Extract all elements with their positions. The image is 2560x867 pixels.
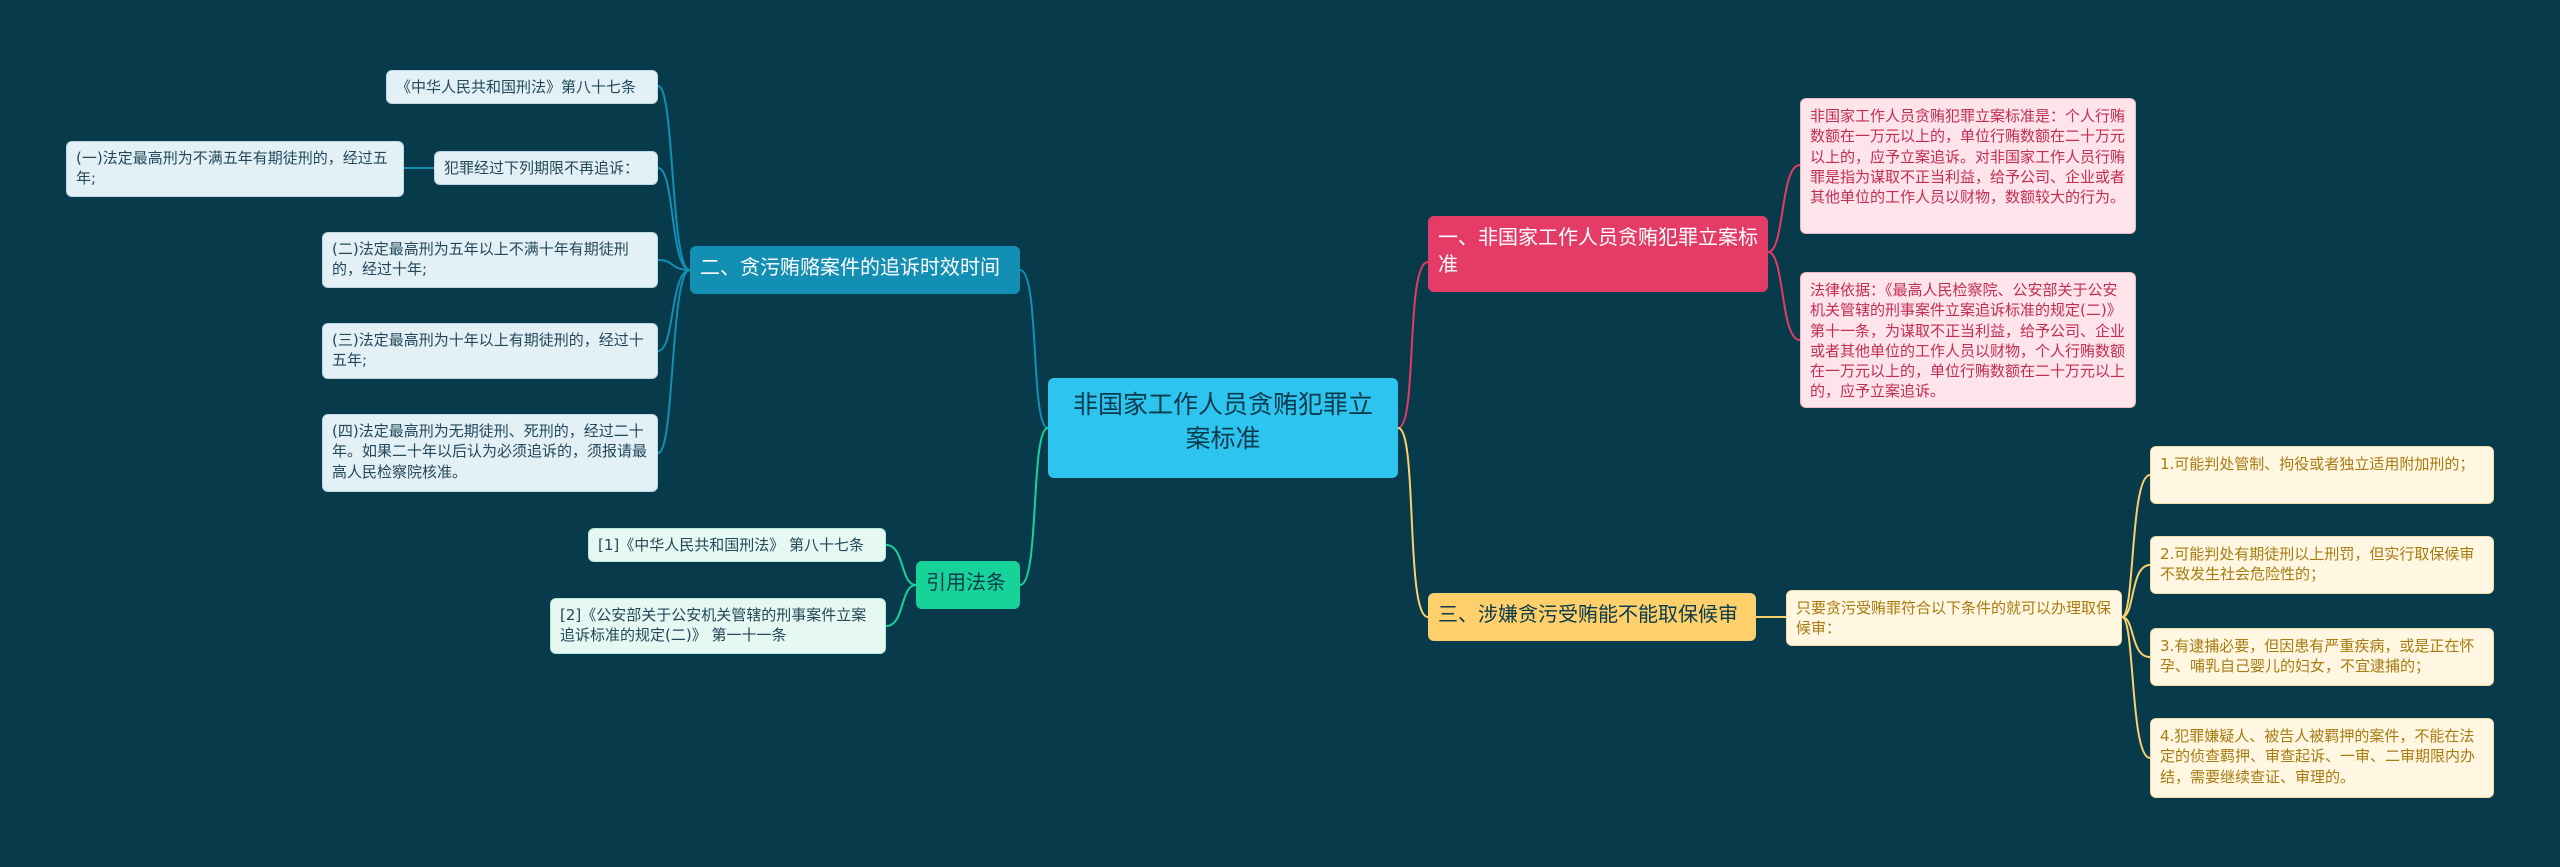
branch-2-sub-child[interactable]: (一)法定最高刑为不满五年有期徒刑的，经过五年;: [66, 141, 404, 197]
branch-4-item-2[interactable]: [2]《公安部关于公安机关管辖的刑事案件立案追诉标准的规定(二)》 第一十一条: [550, 598, 886, 654]
center-topic-label: 非国家工作人员贪贿犯罪立案标准: [1072, 390, 1373, 453]
branch-2-item-3[interactable]: (四)法定最高刑为无期徒刑、死刑的，经过二十年。如果二十年以后认为必须追诉的，须…: [322, 414, 658, 492]
branch-2-law[interactable]: 《中华人民共和国刑法》第八十七条: [386, 70, 658, 104]
branch-4-item-1-text: [1]《中华人民共和国刑法》 第八十七条: [598, 536, 865, 554]
branch-3-label: 三、涉嫌贪污受贿能不能取保候审: [1438, 602, 1738, 626]
branch-2-law-text: 《中华人民共和国刑法》第八十七条: [396, 78, 637, 96]
branch-2-sub-child-text: (一)法定最高刑为不满五年有期徒刑的，经过五年;: [76, 149, 388, 188]
branch-3-item-2[interactable]: 2.可能判处有期徒刑以上刑罚，但实行取保候审不致发生社会危险性的；: [2150, 536, 2494, 594]
branch-2-item-2-text: (三)法定最高刑为十年以上有期徒刑的，经过十五年;: [332, 331, 644, 370]
branch-2-label: 二、贪污贿赂案件的追诉时效时间: [700, 255, 1000, 279]
branch-3-sub[interactable]: 只要贪污受贿罪符合以下条件的就可以办理取保候审：: [1786, 590, 2122, 646]
branch-1-item-2-text: 法律依据：《最高人民检察院、公安部关于公安机关管辖的刑事案件立案追诉标准的规定(…: [1810, 281, 2126, 401]
branch-1-item-1[interactable]: 非国家工作人员贪贿犯罪立案标准是：个人行贿数额在一万元以上的，单位行贿数额在二十…: [1800, 98, 2136, 234]
branch-2-sub[interactable]: 犯罪经过下列期限不再追诉：: [434, 151, 658, 185]
branch-2-item-1[interactable]: (二)法定最高刑为五年以上不满十年有期徒刑的，经过十年;: [322, 232, 658, 288]
branch-2-item-3-text: (四)法定最高刑为无期徒刑、死刑的，经过二十年。如果二十年以后认为必须追诉的，须…: [332, 422, 648, 481]
branch-1-item-1-text: 非国家工作人员贪贿犯罪立案标准是：个人行贿数额在一万元以上的，单位行贿数额在二十…: [1810, 107, 2126, 206]
branch-3-sub-text: 只要贪污受贿罪符合以下条件的就可以办理取保候审：: [1796, 599, 2112, 638]
branch-3-item-2-text: 2.可能判处有期徒刑以上刑罚，但实行取保候审不致发生社会危险性的；: [2160, 545, 2475, 584]
branch-3-item-3-text: 3.有逮捕必要，但因患有严重疾病，或是正在怀孕、哺乳自己婴儿的妇女，不宜逮捕的；: [2160, 637, 2475, 676]
branch-3-item-4[interactable]: 4.犯罪嫌疑人、被告人被羁押的案件，不能在法定的侦查羁押、审查起诉、一审、二审期…: [2150, 718, 2494, 798]
branch-3-item-1[interactable]: 1.可能判处管制、拘役或者独立适用附加刑的；: [2150, 446, 2494, 504]
branch-3-item-1-text: 1.可能判处管制、拘役或者独立适用附加刑的；: [2160, 455, 2475, 473]
branch-1-node[interactable]: 一、非国家工作人员贪贿犯罪立案标准: [1428, 216, 1768, 292]
branch-1-label: 一、非国家工作人员贪贿犯罪立案标准: [1438, 225, 1758, 276]
branch-4-node[interactable]: 引用法条: [916, 561, 1020, 609]
branch-2-node[interactable]: 二、贪污贿赂案件的追诉时效时间: [690, 246, 1020, 294]
branch-3-item-4-text: 4.犯罪嫌疑人、被告人被羁押的案件，不能在法定的侦查羁押、审查起诉、一审、二审期…: [2160, 727, 2476, 786]
branch-1-item-2[interactable]: 法律依据：《最高人民检察院、公安部关于公安机关管辖的刑事案件立案追诉标准的规定(…: [1800, 272, 2136, 408]
branch-2-sub-text: 犯罪经过下列期限不再追诉：: [444, 159, 640, 177]
branch-4-label: 引用法条: [926, 570, 1006, 594]
branch-2-item-1-text: (二)法定最高刑为五年以上不满十年有期徒刑的，经过十年;: [332, 240, 629, 279]
branch-4-item-1[interactable]: [1]《中华人民共和国刑法》 第八十七条: [588, 528, 886, 562]
branch-2-item-2[interactable]: (三)法定最高刑为十年以上有期徒刑的，经过十五年;: [322, 323, 658, 379]
center-topic[interactable]: 非国家工作人员贪贿犯罪立案标准: [1048, 378, 1398, 478]
branch-3-item-3[interactable]: 3.有逮捕必要，但因患有严重疾病，或是正在怀孕、哺乳自己婴儿的妇女，不宜逮捕的；: [2150, 628, 2494, 686]
branch-3-node[interactable]: 三、涉嫌贪污受贿能不能取保候审: [1428, 593, 1756, 641]
branch-4-item-2-text: [2]《公安部关于公安机关管辖的刑事案件立案追诉标准的规定(二)》 第一十一条: [560, 606, 867, 645]
